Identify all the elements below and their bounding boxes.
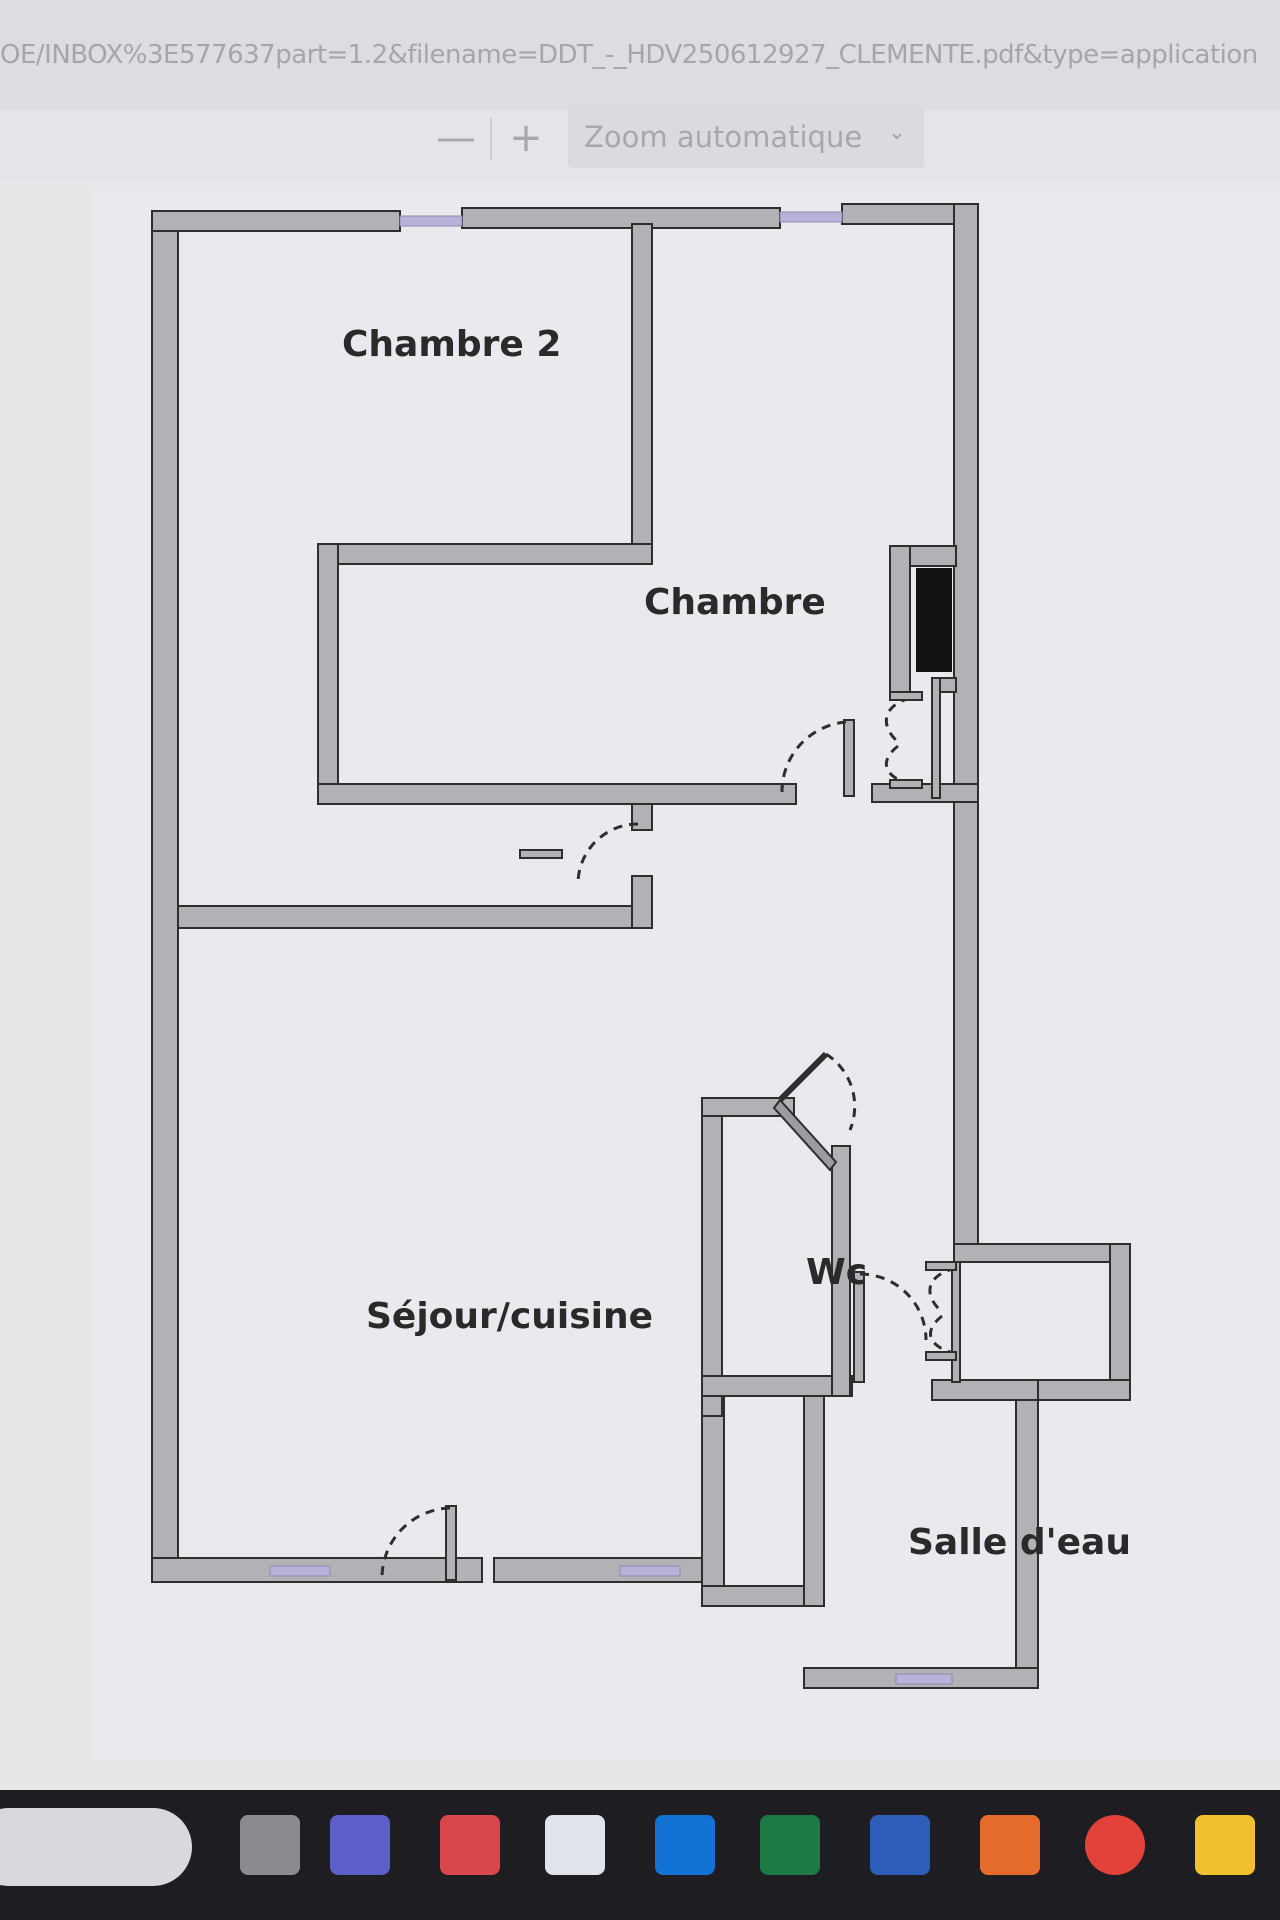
chrome-icon[interactable] [1085, 1815, 1145, 1875]
outer-wall-top-2 [461, 207, 781, 229]
chambre-wall-bottom [317, 783, 797, 805]
file-explorer-icon[interactable] [1195, 1815, 1255, 1875]
bathroom-door-swing [859, 1272, 928, 1341]
annex-wall-right [1109, 1243, 1131, 1401]
zoom-in-button[interactable]: + [509, 115, 543, 161]
entry-door-jamb [445, 1505, 457, 1581]
cupboard-door-2 [889, 779, 923, 789]
cupboard-door-swing-1 [884, 696, 911, 744]
snipping-tool-icon[interactable] [440, 1815, 500, 1875]
pdf-page: Chambre 2 Chambre Séjour/cuisine Wc Sall… [90, 186, 1280, 1760]
microsoft-store-icon[interactable] [545, 1815, 605, 1875]
zoom-select[interactable]: Zoom automatique ⌄ [568, 106, 924, 168]
window-bathroom [895, 1673, 953, 1685]
outer-wall-right-upper [953, 203, 979, 1251]
cupboard-wall-left [931, 677, 941, 799]
cupboard-door-1 [889, 691, 923, 701]
task-view-icon[interactable] [240, 1815, 300, 1875]
media-player-icon[interactable] [980, 1815, 1040, 1875]
bathroom-wall-top [931, 1379, 1039, 1401]
door-jamb-a [631, 803, 653, 831]
zoom-out-button[interactable]: — [436, 115, 476, 161]
wc-wall-top [701, 1097, 795, 1117]
room-label-chambre-2: Chambre 2 [342, 324, 562, 365]
cupboard2-door-2 [925, 1351, 957, 1361]
chambre2-wall-bottom [317, 543, 653, 565]
annex-wall-top [953, 1243, 1131, 1263]
window-sejour-1 [269, 1565, 331, 1577]
cupboard-door-swing-2 [884, 744, 911, 786]
closet-block [916, 568, 952, 672]
cupboard2-door-1 [925, 1261, 957, 1271]
excel-icon[interactable] [760, 1815, 820, 1875]
taskbar-search-input[interactable] [0, 1808, 192, 1886]
chambre-wall-left [317, 543, 339, 805]
browser-url-bar[interactable]: OE/INBOX%3E577637part=1.2&filename=DDT_-… [0, 0, 1280, 111]
floor-plan [151, 203, 1131, 1689]
outer-wall-bottom-1 [151, 1557, 483, 1583]
room-label-sejour-cuisine: Séjour/cuisine [366, 1296, 654, 1337]
room-label-wc: Wc [806, 1252, 868, 1293]
window-chambre2 [399, 215, 463, 227]
taskbar [0, 1790, 1280, 1920]
windows [269, 211, 953, 1685]
wc-door-panel [777, 1051, 829, 1103]
cupboard2-wall-left [951, 1261, 961, 1383]
chambre-door-swing [780, 720, 847, 793]
hall-wall-end [631, 875, 653, 929]
word-icon[interactable] [870, 1815, 930, 1875]
wc-wall-left [701, 1097, 723, 1417]
door-swings [380, 696, 957, 1579]
outer-wall-bottom-2 [493, 1557, 725, 1583]
outer-wall-top-1 [151, 210, 401, 232]
outer-wall-left [151, 210, 179, 1582]
closet-wall-left [889, 545, 911, 697]
zoom-select-value: Zoom automatique [584, 120, 863, 154]
url-text[interactable]: OE/INBOX%3E577637part=1.2&filename=DDT_-… [0, 40, 1258, 70]
room-label-salle-deau: Salle d'eau [908, 1522, 1131, 1563]
wall-sejour-right [701, 1395, 725, 1607]
window-sejour-2 [619, 1565, 681, 1577]
bathroom-door-jamb [853, 1271, 865, 1383]
cupboard-doors [519, 691, 957, 1361]
chambre-wall-bottom-right [871, 783, 979, 803]
wc-wall-bottom [701, 1375, 853, 1397]
chambre-door-jamb [843, 719, 855, 797]
wc-door-swing [825, 1052, 857, 1131]
wc-wall-right [831, 1145, 851, 1397]
wc-door-leaf [772, 1098, 838, 1172]
hall-wall [177, 905, 653, 929]
bathroom-wall-left [803, 1395, 825, 1607]
toolbar-separator [490, 118, 492, 160]
entry-door-swing [380, 1506, 451, 1579]
chambre2-door-swing [576, 822, 639, 883]
teams-icon[interactable] [330, 1815, 390, 1875]
chambre2-door-leaf [519, 849, 563, 859]
walls [151, 203, 1131, 1689]
room-label-chambre: Chambre [644, 582, 826, 623]
outlook-icon[interactable] [655, 1815, 715, 1875]
window-chambre [779, 211, 843, 223]
chevron-down-icon: ⌄ [887, 120, 906, 145]
chambre2-wall-right [631, 223, 653, 565]
